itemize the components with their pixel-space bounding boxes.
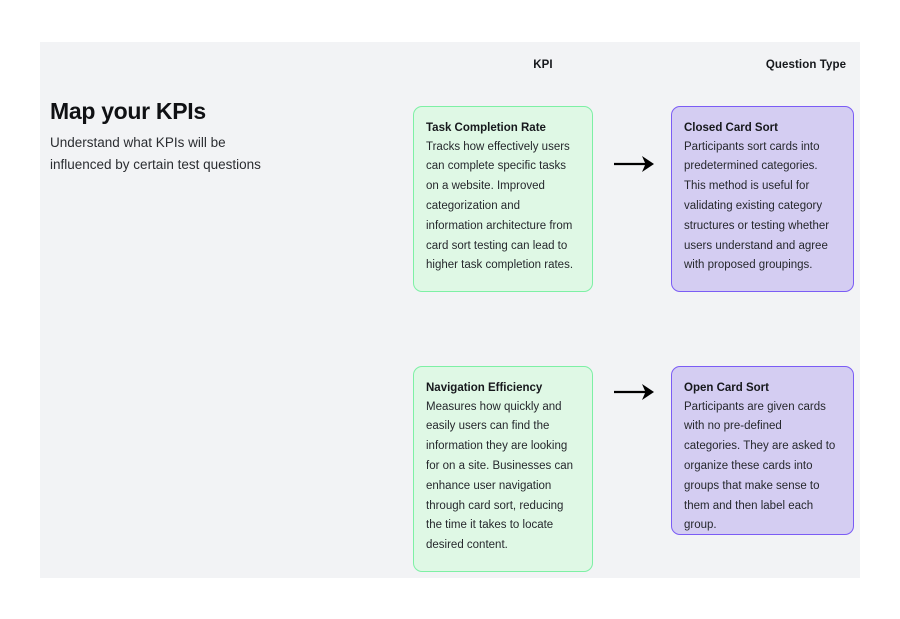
- card-title: Open Card Sort: [684, 382, 769, 394]
- card-title: Task Completion Rate: [426, 122, 546, 134]
- intro-block: Map your KPIs Understand what KPIs will …: [50, 98, 370, 176]
- question-type-card[interactable]: Closed Card Sort Participants sort cards…: [671, 106, 854, 292]
- page-subtitle: Understand what KPIs will be influenced …: [50, 135, 261, 173]
- page-title: Map your KPIs: [50, 98, 206, 124]
- arrow-right-icon: [612, 152, 658, 176]
- kpi-card[interactable]: Navigation Efficiency Measures how quick…: [413, 366, 593, 572]
- arrow-right-icon: [612, 380, 658, 404]
- card-body: Measures how quickly and easily users ca…: [426, 400, 574, 552]
- column-header-question-type: Question Type: [765, 59, 847, 71]
- card-title: Closed Card Sort: [684, 122, 778, 134]
- question-type-card[interactable]: Open Card Sort Participants are given ca…: [671, 366, 854, 535]
- column-header-kpi: KPI: [533, 59, 553, 71]
- kpi-card[interactable]: Task Completion Rate Tracks how effectiv…: [413, 106, 593, 292]
- card-title: Navigation Efficiency: [426, 382, 543, 394]
- card-body: Participants sort cards into predetermin…: [684, 140, 830, 272]
- diagram-canvas: KPI Question Type Map your KPIs Understa…: [40, 42, 860, 578]
- card-body: Tracks how effectively users can complet…: [426, 140, 574, 272]
- card-body: Participants are given cards with no pre…: [684, 400, 836, 532]
